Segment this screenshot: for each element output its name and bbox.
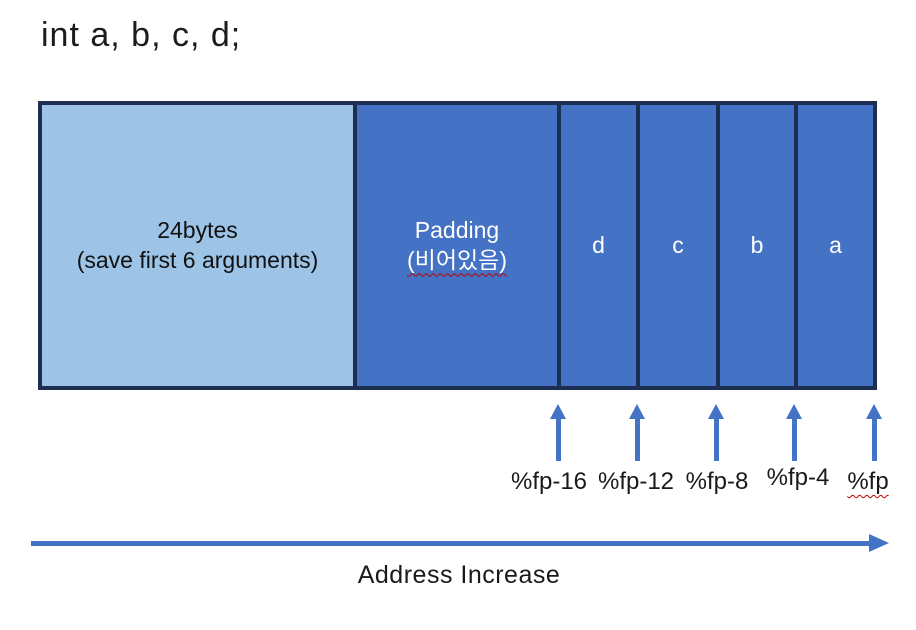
arrow-head bbox=[629, 404, 645, 419]
fp-offset-label-8: %fp-8 bbox=[685, 468, 749, 495]
pointer-arrow-fp-4-icon bbox=[786, 404, 802, 461]
fp-offset-label-4: %fp-4 bbox=[766, 464, 830, 491]
pointer-arrow-fp-icon bbox=[866, 404, 882, 461]
pointer-arrow-fp-8-icon bbox=[708, 404, 724, 461]
address-increase-label: Address Increase bbox=[357, 561, 561, 589]
segment-saved-arguments: 24bytes (save first 6 arguments) bbox=[42, 105, 353, 386]
code-declaration-title: int a, b, c, d; bbox=[41, 16, 242, 54]
arrow-shaft bbox=[871, 419, 877, 461]
arrow-head bbox=[866, 404, 882, 419]
segment-var-a: a bbox=[794, 105, 873, 386]
segment-saved-arguments-size: 24bytes bbox=[157, 216, 238, 243]
arrow-head bbox=[708, 404, 724, 419]
arrow-head bbox=[786, 404, 802, 419]
arrow-shaft bbox=[555, 419, 561, 461]
arrow-shaft bbox=[634, 419, 640, 461]
segment-var-d-label: d bbox=[592, 231, 605, 258]
fp-label: %fp bbox=[847, 468, 889, 495]
arrow-shaft bbox=[791, 419, 797, 461]
segment-var-c: c bbox=[636, 105, 716, 386]
fp-offset-label-12: %fp-12 bbox=[597, 468, 675, 495]
segment-var-b-label: b bbox=[750, 231, 764, 258]
segment-padding-desc: (비어있음) bbox=[407, 246, 507, 273]
pointer-arrow-fp-12-icon bbox=[629, 404, 645, 461]
fp-offset-label-16: %fp-16 bbox=[510, 468, 588, 495]
segment-var-d: d bbox=[557, 105, 636, 386]
segment-padding: Padding (비어있음) bbox=[353, 105, 557, 386]
segment-var-c-label: c bbox=[672, 231, 684, 258]
segment-saved-arguments-desc: (save first 6 arguments) bbox=[76, 246, 319, 273]
arrow-head bbox=[550, 404, 566, 419]
pointer-arrow-fp-16-icon bbox=[550, 404, 566, 461]
segment-padding-label: Padding bbox=[414, 216, 500, 243]
stack-memory-bar: 24bytes (save first 6 arguments) Padding… bbox=[38, 101, 877, 390]
address-axis-arrow-shaft bbox=[31, 541, 869, 546]
segment-var-a-label: a bbox=[829, 231, 842, 258]
address-axis-arrow-head-icon bbox=[869, 534, 889, 552]
segment-var-b: b bbox=[716, 105, 794, 386]
arrow-shaft bbox=[713, 419, 719, 461]
